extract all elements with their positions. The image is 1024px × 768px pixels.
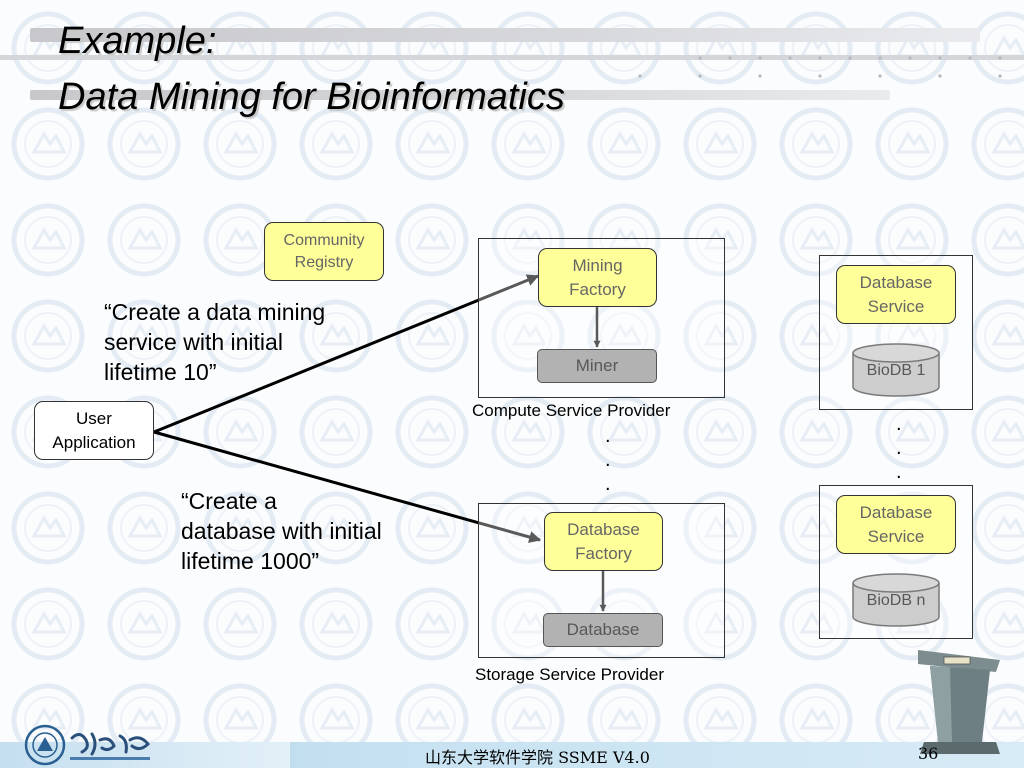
ellipsis-dot: . — [605, 425, 611, 447]
biodb-n-cylinder — [852, 573, 940, 627]
footer-text: 山东大学软件学院 SSME V4.0 — [425, 748, 650, 767]
slide-title-line-1: Example: — [58, 20, 217, 62]
biodb-1-label: BioDB 1 — [866, 362, 926, 379]
storage-service-provider-caption: Storage Service Provider — [475, 665, 664, 684]
arrow-to-database-factory — [153, 430, 542, 543]
ellipsis-dot: . — [896, 413, 902, 435]
compute-service-provider-caption: Compute Service Provider — [472, 401, 671, 420]
university-logo — [24, 724, 151, 766]
community-registry-node: Community Registry — [264, 222, 384, 281]
biodb-1-cylinder — [852, 343, 940, 397]
ellipsis-dot: . — [896, 461, 902, 483]
slide-title-line-2: Data Mining for Bioinformatics — [58, 76, 565, 118]
ellipsis-dot: . — [605, 473, 611, 495]
lectern-icon — [918, 650, 1000, 754]
ellipsis-dot: . — [896, 437, 902, 459]
biodb-n-label: BioDB n — [866, 592, 926, 609]
ellipsis-dot: . — [605, 449, 611, 471]
arrow-to-mining-factory — [153, 274, 540, 434]
mining-factory-node: Mining Factory — [538, 248, 657, 307]
user-application-node: User Application — [34, 401, 154, 460]
create-mining-service-quote: “Create a data mining service with initi… — [104, 299, 326, 385]
miner-node: Miner — [537, 349, 657, 383]
page-number: 36 — [918, 744, 939, 763]
database-factory-node: Database Factory — [544, 512, 663, 571]
create-database-quote: “Create a database with initial lifetime… — [181, 488, 382, 574]
database-service-n-node: Database Service — [836, 495, 956, 554]
database-node: Database — [543, 613, 663, 647]
database-service-1-node: Database Service — [836, 265, 956, 324]
